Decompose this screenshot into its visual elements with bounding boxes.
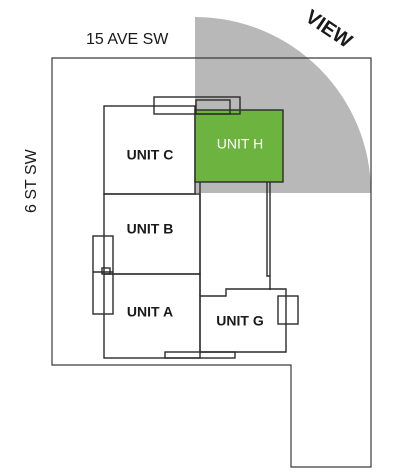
side-bay-vent bbox=[101, 267, 111, 275]
west-street-label: 6 ST SW bbox=[23, 148, 40, 213]
lot-boundary bbox=[51, 57, 372, 468]
side-bay bbox=[92, 235, 114, 315]
view-label: VIEW bbox=[301, 6, 356, 53]
unit-h-highlight[interactable] bbox=[194, 109, 284, 183]
unit-b-label: UNIT B bbox=[127, 221, 174, 237]
unit-g-bay bbox=[277, 295, 299, 325]
unit-a-label: UNIT A bbox=[127, 304, 173, 320]
unit-g-label: UNIT G bbox=[216, 313, 264, 329]
unit-h-label: UNIT H bbox=[217, 136, 263, 152]
courtyard-right bbox=[266, 182, 271, 290]
north-street-label: 15 AVE SW bbox=[86, 31, 169, 48]
deck-step bbox=[195, 99, 231, 115]
unit-c-label: UNIT C bbox=[127, 147, 174, 163]
unit-g-outline bbox=[199, 288, 287, 353]
